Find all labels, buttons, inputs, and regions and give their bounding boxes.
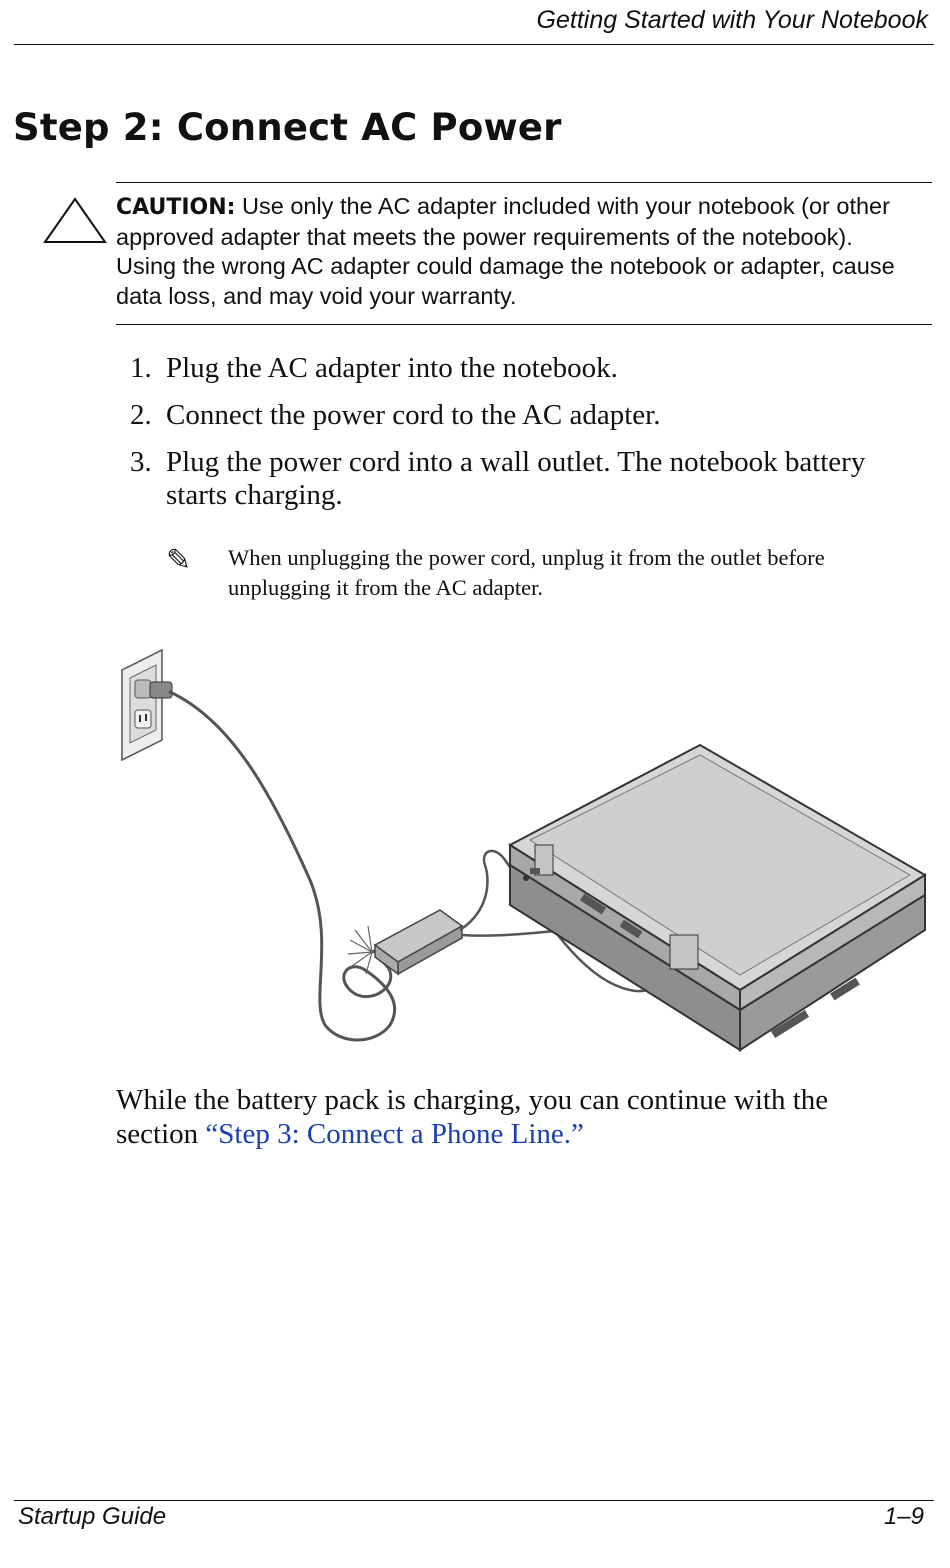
list-item: 1. Plug the AC adapter into the notebook… — [130, 352, 930, 385]
wall-outlet-icon — [121, 648, 173, 762]
list-item: 2. Connect the power cord to the AC adap… — [130, 399, 930, 432]
caution-triangle-icon — [43, 197, 107, 243]
footer-divider — [14, 1500, 934, 1501]
caution-bottom-divider — [116, 324, 932, 325]
closing-text: While the battery pack is charging, you … — [116, 1084, 829, 1150]
list-item: 3. Plug the power cord into a wall outle… — [130, 446, 930, 512]
page-title: Step 2: Connect AC Power — [13, 106, 562, 149]
note-text: When unplugging the power cord, unplug i… — [228, 545, 825, 600]
power-cord-icon — [168, 690, 412, 1042]
step-text: Plug the AC adapter into the notebook. — [166, 352, 618, 384]
notebook-computer-icon — [508, 743, 927, 1052]
step-text: Plug the power cord into a wall outlet. … — [166, 446, 866, 511]
step-number: 2. — [130, 399, 152, 431]
ac-adapter-icon — [347, 909, 464, 976]
pencil-note-icon: ✎ — [166, 544, 192, 577]
running-header: Getting Started with Your Notebook — [536, 6, 928, 34]
footer-guide-title: Startup Guide — [18, 1503, 167, 1530]
step-3-link[interactable]: “Step 3: Connect a Phone Line.” — [205, 1118, 584, 1150]
step-number: 1. — [130, 352, 152, 384]
page-number: 1–9 — [883, 1503, 924, 1530]
caution-message: CAUTION: Use only the AC adapter include… — [116, 192, 906, 312]
caution-label: CAUTION: — [116, 195, 236, 220]
caution-top-divider — [116, 182, 932, 183]
closing-paragraph: While the battery pack is charging, you … — [116, 1083, 916, 1151]
ac-power-connection-illustration — [121, 648, 927, 1052]
step-number: 3. — [130, 446, 152, 478]
caution-body: Use only the AC adapter included with yo… — [116, 193, 895, 310]
step-text: Connect the power cord to the AC adapter… — [166, 399, 661, 431]
step-list: 1. Plug the AC adapter into the notebook… — [130, 352, 930, 526]
header-divider — [14, 44, 934, 45]
